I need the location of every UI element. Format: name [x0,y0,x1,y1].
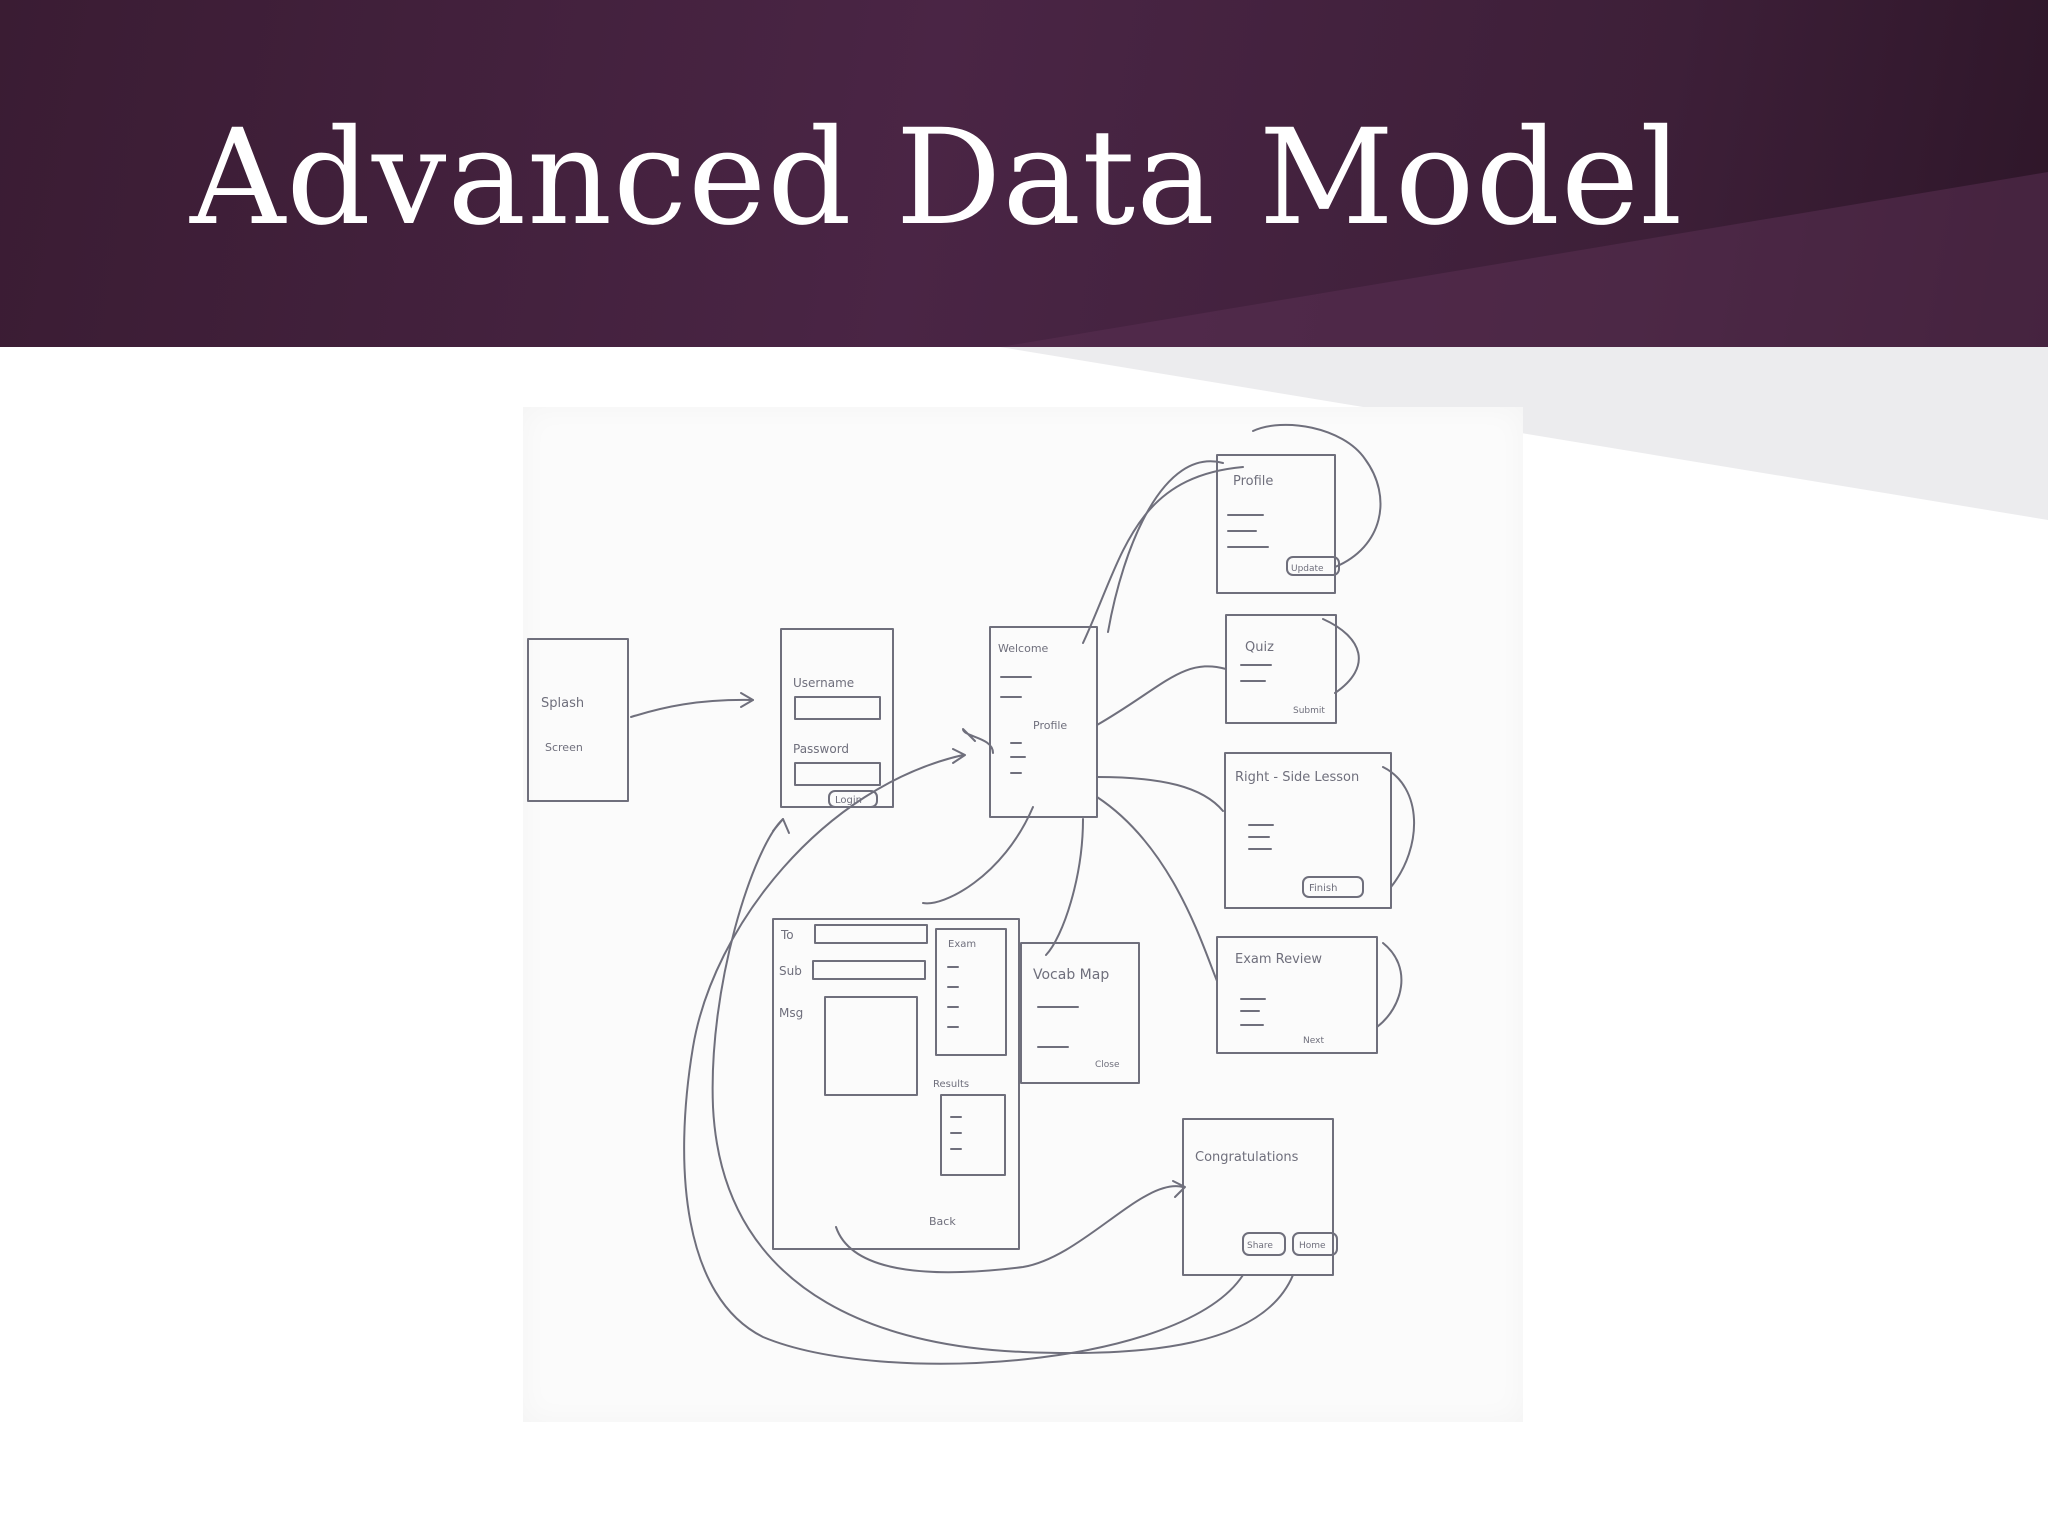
username-field [794,696,881,720]
slide-title: Advanced Data Model [190,101,1684,255]
exam-panel [935,928,1007,1056]
to-label: To [780,928,794,942]
vocab-close-label: Close [1095,1060,1120,1070]
splash-sublabel: Screen [545,741,583,754]
sub-field [812,960,926,980]
login-label: Login [835,795,862,806]
quiz-label: Quiz [1245,640,1274,655]
compose-screen-box [772,918,1020,1250]
congrats-home-label: Home [1299,1241,1326,1251]
home-profile-label: Profile [1033,719,1067,732]
splash-screen-box [527,638,629,802]
right-side-finish-label: Finish [1309,883,1337,894]
msg-field [824,996,918,1096]
password-label: Password [793,742,849,756]
vocab-label: Vocab Map [1033,967,1109,983]
login-button-sketch [828,790,878,808]
splash-label: Splash [541,696,584,711]
sketch-image: Splash Screen Username Password Login We… [523,407,1523,1422]
results-label: Results [933,1079,969,1090]
home-screen-box [989,626,1098,818]
exam-review-next-label: Next [1303,1036,1324,1046]
exam-review-screen-box [1216,936,1378,1054]
profile-label: Profile [1233,474,1273,489]
compose-back-label: Back [929,1215,956,1228]
vocab-screen-box [1020,942,1140,1084]
arrow-splash-login [630,698,754,718]
results-panel [940,1094,1006,1176]
quiz-submit-label: Submit [1293,706,1325,716]
msg-label: Msg [779,1006,803,1020]
right-side-screen-box [1224,752,1392,909]
profile-screen-box [1216,454,1336,594]
password-field [794,762,881,786]
to-field [814,924,928,944]
sub-label: Sub [779,964,802,978]
right-side-label: Right - Side Lesson [1235,770,1359,785]
exam-label: Exam [948,939,976,950]
hand-drawn-wireframe: Splash Screen Username Password Login We… [527,423,1416,1365]
username-label: Username [793,676,854,690]
welcome-label: Welcome [998,642,1049,655]
profile-update-label: Update [1291,564,1324,574]
congrats-share-label: Share [1247,1241,1273,1251]
congrats-label: Congratulations [1195,1150,1299,1165]
exam-review-label: Exam Review [1235,952,1322,967]
congrats-screen-box [1182,1118,1334,1276]
